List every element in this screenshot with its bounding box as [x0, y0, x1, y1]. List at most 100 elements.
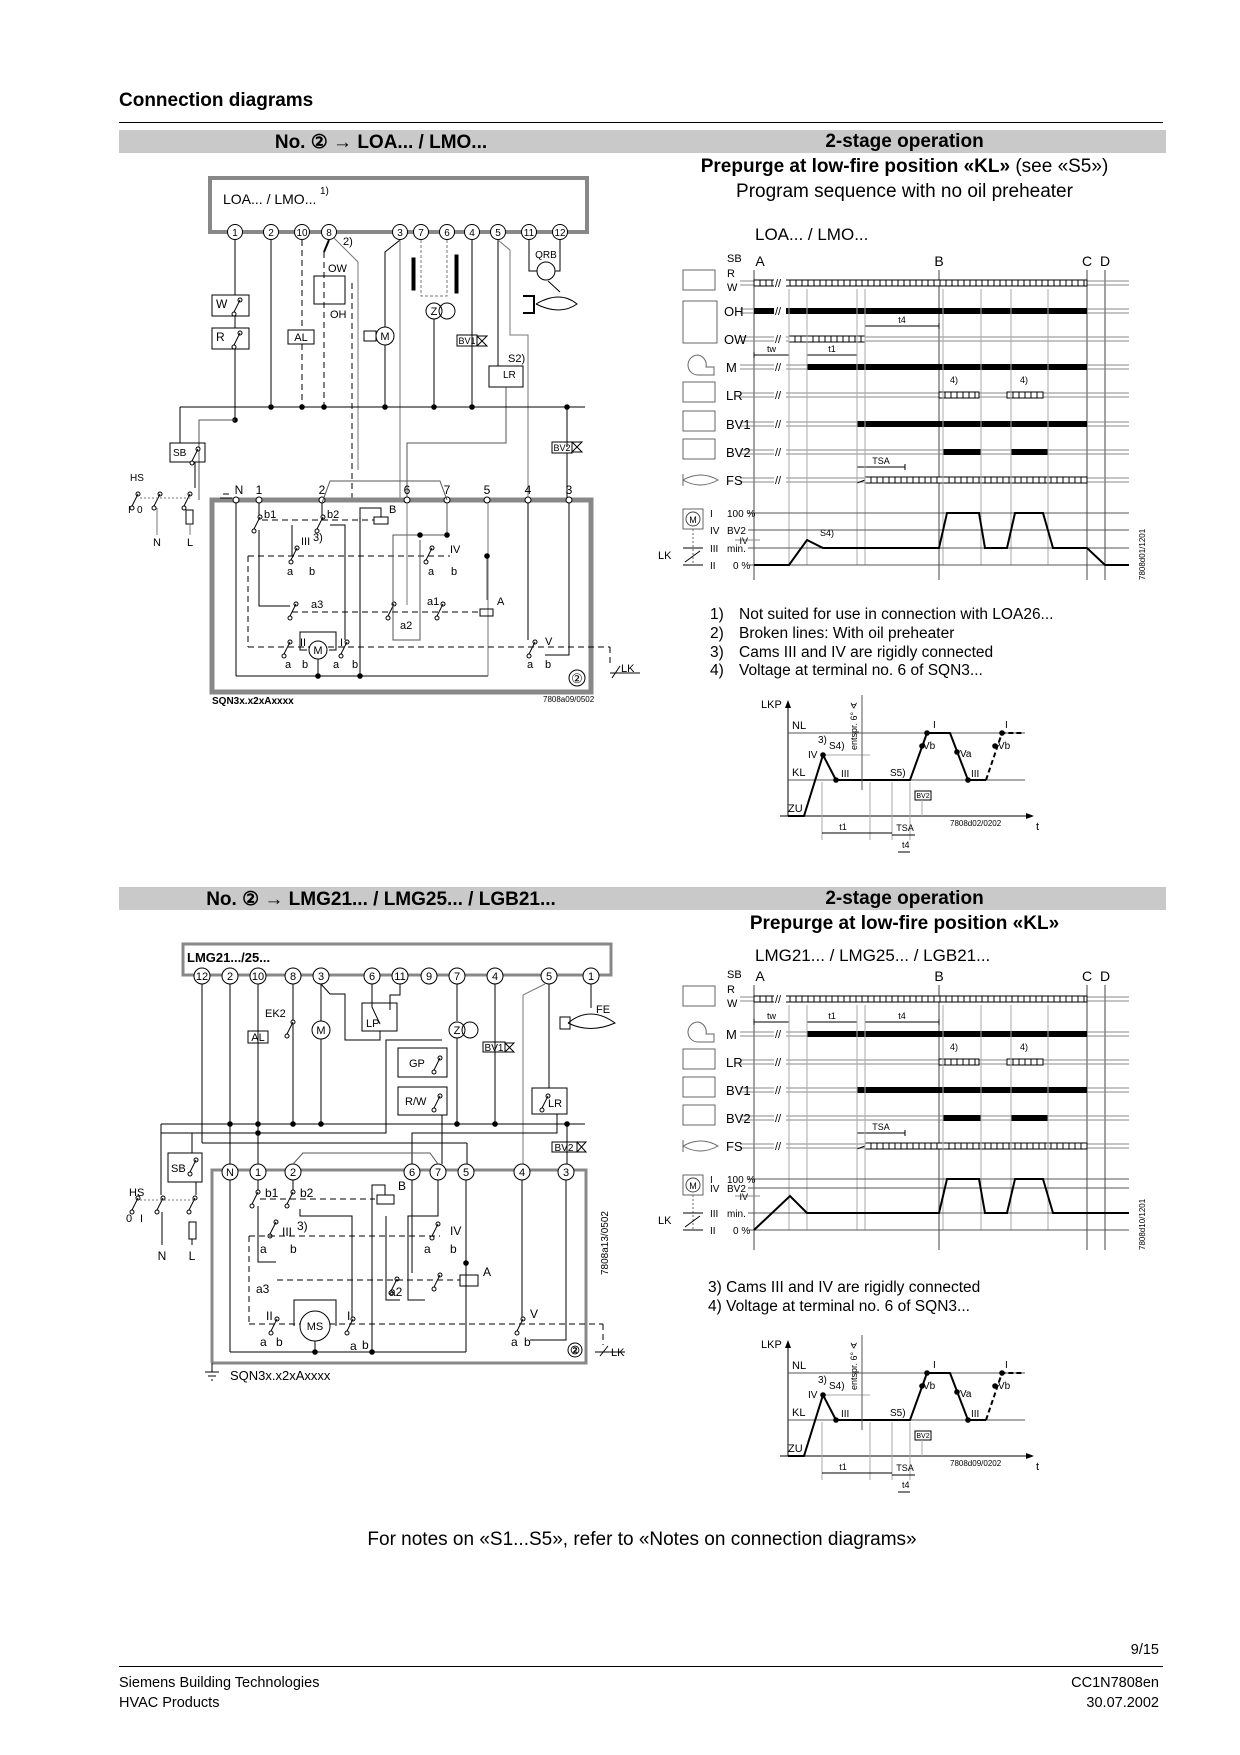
terminal [524, 496, 532, 504]
span-label: t1 [828, 344, 836, 354]
wire [530, 1180, 567, 1341]
terminal-number: 12 [554, 228, 566, 239]
qrb-label: QRB [535, 250, 557, 261]
wire [293, 1299, 337, 1326]
phase-mark-D: D [1100, 253, 1110, 269]
contact [186, 1209, 192, 1215]
terminal [483, 496, 491, 504]
position-curve [788, 1372, 986, 1457]
row-label: R [727, 268, 735, 280]
level-label: I [710, 509, 713, 520]
contact [189, 460, 195, 466]
terminal [565, 496, 573, 504]
footnote-mark: 4) [1020, 1042, 1028, 1052]
drawing-code: 7808d02/0202 [950, 819, 1002, 828]
contact [129, 505, 135, 511]
break-mark: // [775, 278, 782, 290]
switch-blade [433, 1274, 441, 1288]
terminal [413, 224, 429, 240]
terminal-number: N [226, 1167, 234, 1179]
note: 1)Not suited for use in connection with … [710, 606, 1053, 625]
level-label: NL [792, 720, 806, 732]
break-mark-backing [774, 305, 786, 317]
signal-on [807, 1031, 1087, 1037]
level-label: NL [792, 1360, 806, 1372]
contact [431, 1069, 437, 1075]
wire [570, 441, 584, 453]
level-label: 0 % [733, 561, 750, 572]
break-mark: // [775, 390, 782, 402]
switch-blade [290, 547, 298, 561]
burner-icon [559, 1016, 571, 1030]
junction-dot [919, 743, 925, 749]
junction-dot [965, 777, 971, 783]
wire [384, 239, 401, 327]
terminal-number: 5 [463, 1167, 469, 1179]
span-label: tw [767, 1011, 777, 1021]
bv1-label: BV1 [485, 1043, 504, 1054]
junction-dot [417, 532, 423, 538]
wire [389, 984, 401, 1010]
row-label: M [726, 1027, 737, 1042]
drawing-code: 7808d09/0202 [950, 1459, 1002, 1468]
wire [684, 550, 701, 563]
terminal [193, 967, 211, 985]
contact-label: I [347, 1309, 350, 1323]
terminal-number: 2 [290, 1167, 296, 1179]
contact [249, 1203, 255, 1209]
switch-blade [390, 1278, 398, 1292]
break-mark: // [775, 334, 782, 346]
load-controller-icon [682, 381, 716, 403]
break-mark-backing [774, 1056, 786, 1068]
switch-blade [233, 299, 241, 313]
relay-b-coil [376, 1194, 395, 1205]
contact-label: III [282, 1225, 292, 1239]
break-mark-backing [774, 389, 786, 401]
terminal-number: 7 [418, 228, 424, 239]
terminal-number: 1 [588, 971, 594, 983]
span-label: TSA [872, 456, 890, 466]
switch-blade [316, 516, 324, 530]
terminal-number: 7 [444, 483, 451, 497]
terminal [391, 967, 409, 985]
hs-i-label: I [140, 1213, 143, 1225]
switch-blade [289, 603, 297, 617]
curve-label: I [933, 720, 936, 731]
note-number: 3) [708, 1279, 722, 1296]
contact-label: a [511, 1335, 518, 1349]
wire [257, 1206, 276, 1263]
motor-icon [685, 511, 701, 527]
switch-blade [433, 1095, 441, 1109]
terminal-number: 10 [296, 228, 308, 239]
section2-bar: No. ② → LMG21... / LMG25... / LGB21... 2… [119, 887, 1166, 910]
phase-mark-A: A [755, 968, 765, 984]
contact-label: b [290, 1242, 297, 1256]
contact-label: b [352, 659, 358, 671]
contact [514, 1330, 520, 1336]
angle-label: entspr. 6° ∢ [849, 1342, 859, 1390]
drawing-code: 7808d10/1201 [1138, 1198, 1147, 1250]
relay-b-coil [373, 516, 389, 525]
footnote-mark: 4) [950, 375, 958, 385]
contact-label: 3) [313, 532, 323, 544]
valve-icon [682, 1076, 716, 1098]
terminal-number: 4 [492, 971, 498, 983]
oil-preheater-icon [682, 300, 718, 344]
break-mark-backing [774, 474, 786, 486]
contact-label: b2 [327, 509, 339, 521]
junction-dot [954, 749, 960, 755]
device-label: LOA... / LMO... [223, 191, 316, 207]
hs-i-label: I [128, 505, 131, 516]
junction-dot [833, 777, 839, 783]
fuse-icon [188, 1221, 197, 1240]
phase-mark-C: C [1082, 253, 1092, 269]
wire [475, 335, 489, 347]
span-label: t1 [839, 1462, 847, 1472]
note-number: 4) [710, 662, 724, 680]
level-label: II [710, 561, 716, 572]
span-label: t4 [902, 1480, 910, 1490]
junction-dot [992, 1383, 998, 1389]
break-mark-backing [774, 1084, 786, 1096]
switch-blade [270, 1318, 278, 1332]
